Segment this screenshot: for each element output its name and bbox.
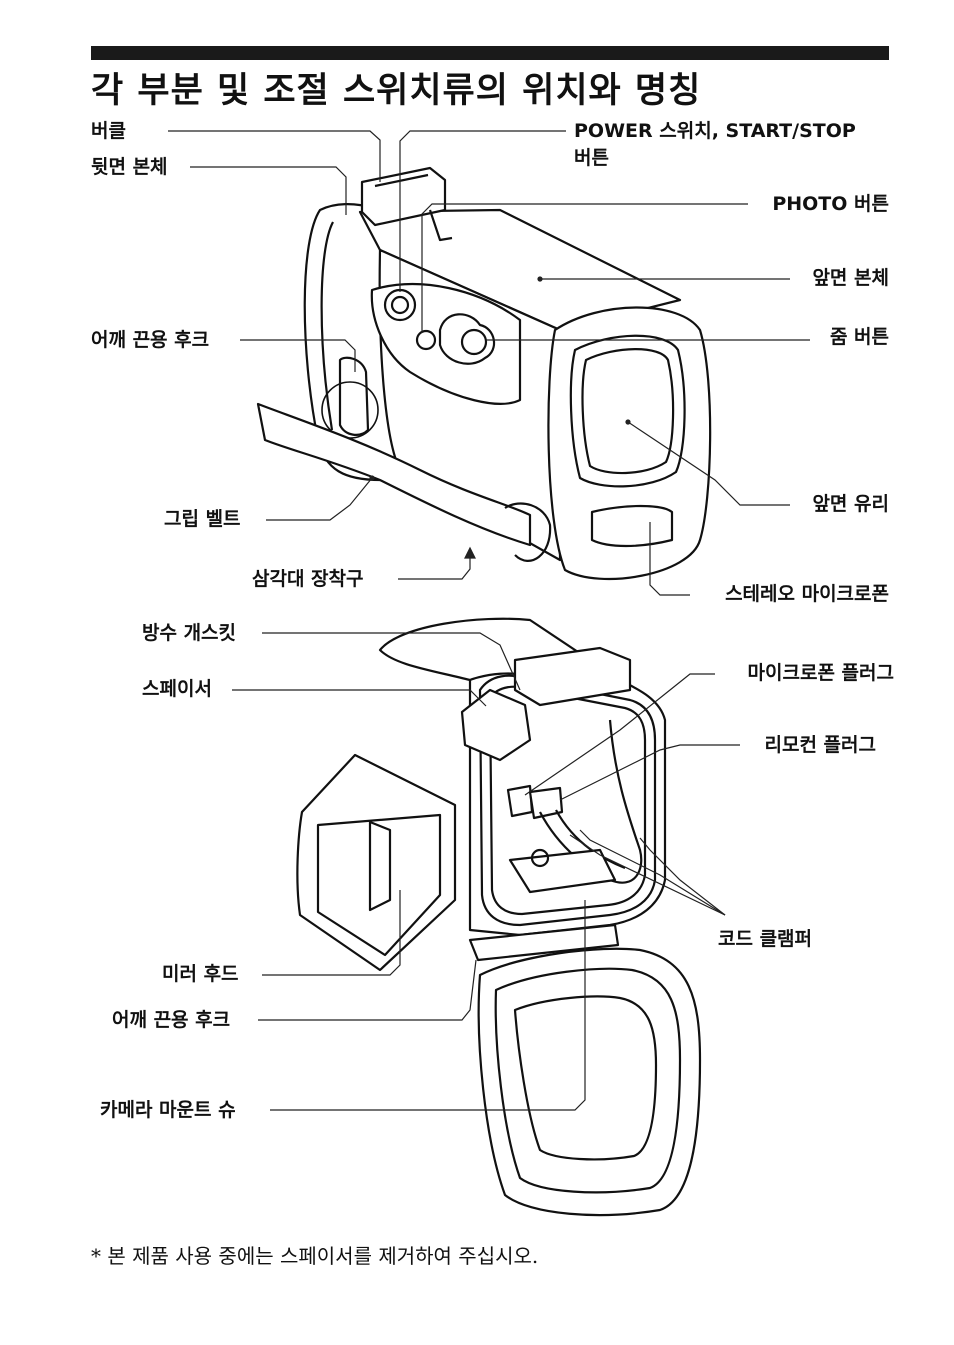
footnote: * 본 제품 사용 중에는 스페이서를 제거하여 주십시오. <box>91 1244 539 1268</box>
label-remote-plug: 리모컨 플러그 <box>764 734 877 756</box>
label-shoulder-hook-bottom: 어깨 끈용 후크 <box>112 1009 231 1031</box>
label-gasket: 방수 개스킷 <box>142 622 237 644</box>
label-photo-button: PHOTO 버튼 <box>772 193 889 215</box>
label-stereo-mic: 스테레오 마이크로폰 <box>725 583 889 605</box>
label-tripod-socket: 삼각대 장착구 <box>252 568 364 590</box>
label-rear-body: 뒷면 본체 <box>91 156 168 178</box>
label-spacer: 스페이서 <box>142 678 212 700</box>
page-title: 각 부분 및 조절 스위치류의 위치와 명칭 <box>91 71 702 111</box>
label-power-switch-line2: 버튼 <box>574 147 609 169</box>
header-rule <box>91 46 889 60</box>
label-mic-plug: 마이크로폰 플러그 <box>747 662 894 684</box>
label-power-switch-line1: POWER 스위치, START/STOP <box>574 120 856 142</box>
label-buckle: 버클 <box>91 120 126 142</box>
label-front-body: 앞면 본체 <box>812 267 889 289</box>
label-mirror-hood: 미러 후드 <box>162 963 239 985</box>
label-shoulder-hook-top: 어깨 끈용 후크 <box>91 329 210 351</box>
label-grip-belt: 그립 벨트 <box>164 508 241 530</box>
label-cord-clamper: 코드 클램퍼 <box>718 928 813 950</box>
label-camera-mount: 카메라 마운트 슈 <box>100 1099 236 1121</box>
label-zoom-button: 줌 버튼 <box>829 326 889 348</box>
label-front-glass: 앞면 유리 <box>812 493 889 515</box>
